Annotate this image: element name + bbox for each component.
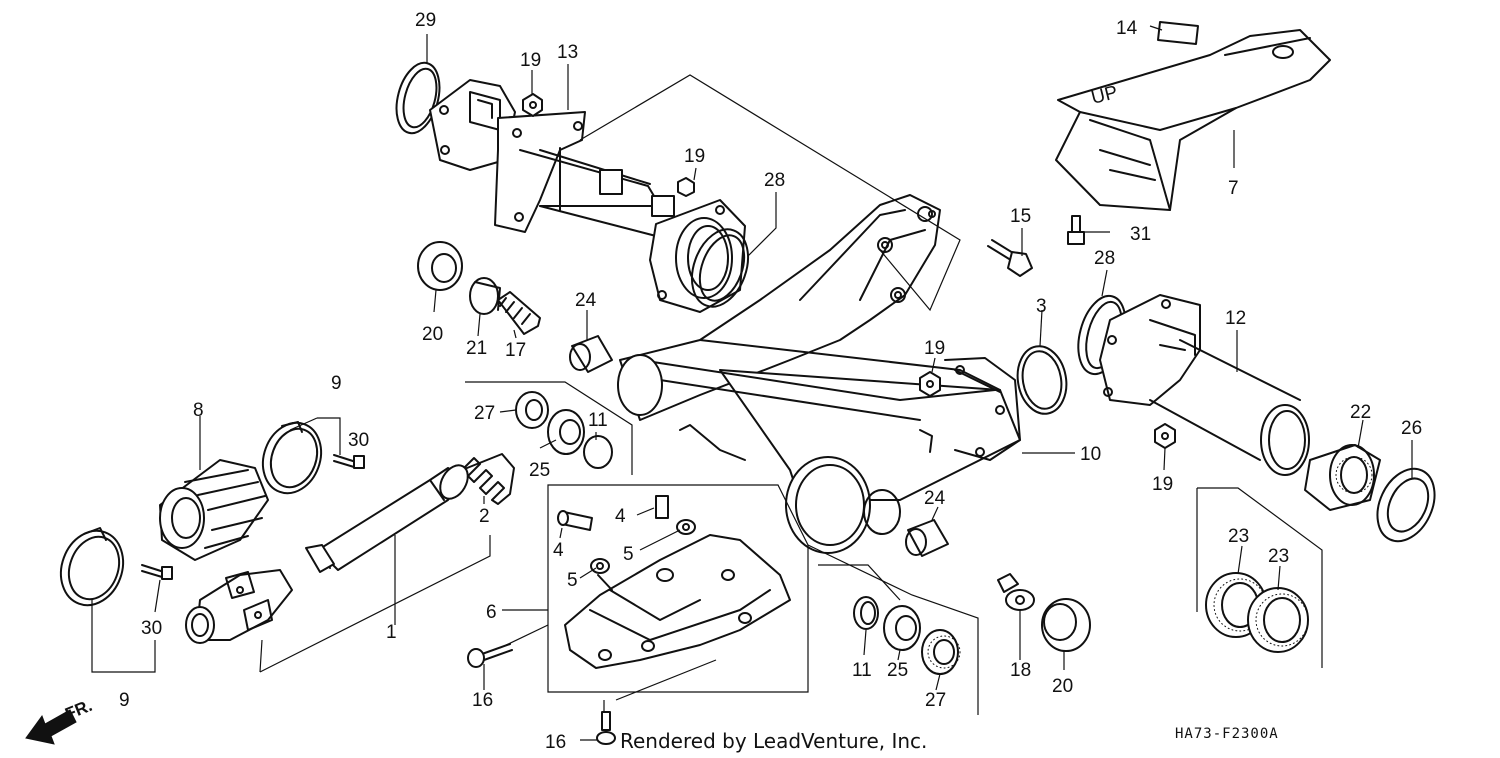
boot-17 [497,291,541,335]
callout-14: 14 [1116,18,1138,39]
callout-24-b: 24 [924,488,946,509]
callout-12: 12 [1225,308,1246,329]
cap-20-a [417,241,463,291]
callout-8: 8 [193,400,204,421]
callout-30-b: 30 [141,618,162,639]
callout-3: 3 [1036,296,1047,317]
swingarm-guard-7 [1055,29,1331,211]
callout-24-a: 24 [575,290,597,311]
callout-19-c: 19 [924,338,945,359]
bolt-5-a [676,519,696,535]
callout-5-a: 5 [623,544,634,565]
callout-1: 1 [386,622,397,643]
o-ring-3 [1016,345,1068,415]
boot-8 [159,459,269,561]
callout-28-a: 28 [764,170,785,191]
callout-31: 31 [1130,224,1151,245]
callout-19-b: 19 [684,146,705,167]
callout-labels: 29 19 13 19 28 14 7 31 15 28 3 12 20 21 … [119,10,1422,753]
seal-26 [1376,467,1436,543]
callout-20-b: 20 [1052,676,1073,697]
seal-27-b [921,629,961,675]
bolt-16-a [467,643,513,668]
universal-joint [185,569,293,644]
bolt-15 [987,239,1033,277]
callout-25-b: 25 [887,660,908,681]
callout-17: 17 [505,340,526,361]
skid-plate-6 [564,534,791,669]
callout-11-a: 11 [588,410,608,431]
callout-9-a: 9 [331,373,342,394]
bearing-25-b [883,605,921,651]
bearing-23-b [1247,587,1309,653]
ring-11-a [583,435,613,469]
callout-22: 22 [1350,402,1371,423]
screw-30-a [333,454,365,469]
collar-4-b [655,495,669,519]
drawing-code: HA73-F2300A [1175,726,1279,742]
front-label: FR. [62,696,95,724]
callout-19-d: 19 [1152,474,1173,495]
callout-4-b: 4 [553,540,564,561]
front-direction-indicator: FR. [25,696,95,745]
ring-11-b [853,596,879,630]
bearing-22 [1304,444,1381,511]
swingarm-10 [617,194,1021,554]
callout-25-a: 25 [529,460,550,481]
bushing-24-b [905,519,949,557]
callout-7: 7 [1228,178,1239,199]
callout-2: 2 [479,506,490,527]
callout-27-b: 27 [925,690,946,711]
bolt-5-b [590,558,610,574]
screw-30-b [141,564,173,580]
nut-19-b [677,177,695,197]
callout-5-b: 5 [567,570,578,591]
axle-housing-right-12 [1099,294,1310,476]
callout-27-a: 27 [474,403,495,424]
callout-20-a: 20 [422,324,443,345]
callout-9-b: 9 [119,690,130,711]
spring-2 [461,453,515,505]
callout-18: 18 [1010,660,1031,681]
nut-19-d [1154,423,1176,449]
bolt-16-b [596,711,616,745]
callout-16-a: 16 [472,690,493,711]
nut-19-c [919,371,941,397]
callout-26: 26 [1401,418,1422,439]
callout-15: 15 [1010,206,1031,227]
callout-13: 13 [557,42,578,63]
bushing-24-a [569,335,613,373]
nut-19-a [522,93,543,117]
clamp-band-9-a [261,421,323,495]
leader-lines [91,25,1413,741]
callout-23-b: 23 [1268,546,1289,567]
credit-text: Rendered by LeadVenture, Inc. [620,729,927,753]
bolt-18 [997,573,1035,611]
seal-27-a [515,391,549,429]
callout-11-b: 11 [852,660,872,681]
label-14 [1157,21,1199,45]
callout-21: 21 [466,338,487,359]
cap-20-b [1041,598,1091,652]
front-arrow-icon [25,709,77,745]
callout-30-a: 30 [348,430,369,451]
clamp-band-9-b [59,527,125,607]
callout-19-a: 19 [520,50,541,71]
o-ring-28-a [690,228,750,308]
callout-6: 6 [486,602,497,623]
callout-10: 10 [1080,444,1101,465]
axle-housing-left-13 [429,79,746,313]
callout-23-a: 23 [1228,526,1249,547]
bearing-25-a [547,409,585,455]
collar-4-a [557,510,593,531]
callout-29: 29 [415,10,436,31]
callout-4-a: 4 [615,506,626,527]
callout-28-b: 28 [1094,248,1115,269]
bolt-31 [1067,215,1085,245]
callout-16-b: 16 [545,732,566,753]
collar-21 [469,277,501,315]
drive-shaft-1 [305,464,469,573]
